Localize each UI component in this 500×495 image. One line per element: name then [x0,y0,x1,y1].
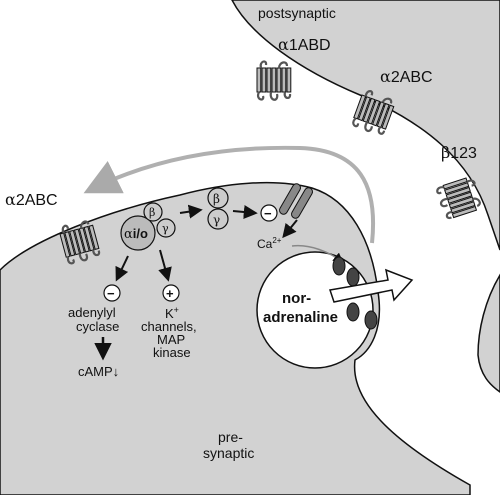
postsynaptic-label: postsynaptic [258,5,336,21]
free-gamma-subunit [207,208,229,230]
g-gamma-label: γ [162,222,169,235]
g-alpha-sub: i/o [133,226,148,241]
alpha2-post-label: α2ABC [380,67,433,86]
alpha2-post-greek: α [380,67,391,86]
noradrenaline-vesicle [256,251,374,369]
camp-text: cAMP [78,364,113,379]
beta-greek: β [441,143,450,162]
g-alpha-label: αi/o [124,226,148,242]
alpha2-pre-greek: α [5,190,16,209]
k-text: K [165,306,174,321]
fusion-protein-bottom-1 [346,302,360,322]
alpha2-pre-label: α2ABC [5,190,58,209]
adenylyl-line1: adenylyl [68,305,116,320]
g-alpha-greek: α [124,227,133,242]
beta-label: β123 [441,143,477,162]
vesicle-line1: nor- [282,290,311,307]
free-beta-subunit [207,187,229,209]
alpha1-suffix: 1ABD [289,37,331,54]
camp-label: cAMP↓ [78,364,119,379]
k-line3: MAP [157,332,185,347]
g-beta-label: β [149,206,155,219]
fusion-protein-top-1 [332,256,346,276]
release-arrow [329,268,414,303]
minus-channel-text: − [264,206,272,221]
postsynaptic-membrane-lower [477,273,500,393]
arrow-to-adenylyl [115,255,129,282]
calcium-sup: 2+ [272,236,281,245]
adenylyl-line2: cyclase [76,319,119,334]
minus-sign-adenylyl [103,284,121,302]
arrow-to-betagamma [179,204,203,219]
alpha1-receptor [255,60,292,101]
plus-sign-k [162,284,180,302]
presynaptic-label-line1: pre- [218,429,243,445]
alpha1-label: α1ABD [278,35,331,54]
arrow-to-k [158,249,172,282]
calcium-label: Ca2+ [257,236,282,251]
fusion-protein-top-2 [346,267,360,287]
g-gamma-subunit [156,218,176,238]
k-sup: + [174,305,179,315]
g-beta-subunit [143,202,163,222]
alpha2-post-suffix: 2ABC [391,69,433,86]
fusion-protein-bottom-2 [364,310,378,330]
feedback-arrow [83,145,375,244]
beta-suffix: 123 [450,145,477,162]
k-line4: kinase [153,345,191,360]
arrow-to-minus-channel [232,205,258,219]
calcium-channel [279,183,313,219]
arrow-to-calcium [282,219,298,239]
free-gamma-label: γ [213,213,220,227]
calcium-text: Ca [257,237,273,251]
vesicle-line2: adrenaline [263,309,338,326]
free-beta-label: β [213,192,220,206]
presynaptic-terminal [0,181,471,495]
alpha1-greek: α [278,35,289,54]
plus-k-text: + [166,286,174,301]
alpha2-pre-suffix: 2ABC [16,192,58,209]
minus-adenylyl-text: − [107,286,115,301]
k-line2: channels, [141,319,197,334]
g-alpha-subunit [120,215,156,251]
camp-down-arrow: ↓ [113,364,120,379]
minus-sign-channel [260,204,278,222]
k-line1: K+ [165,305,179,321]
presynaptic-label-line2: synaptic [203,445,254,461]
